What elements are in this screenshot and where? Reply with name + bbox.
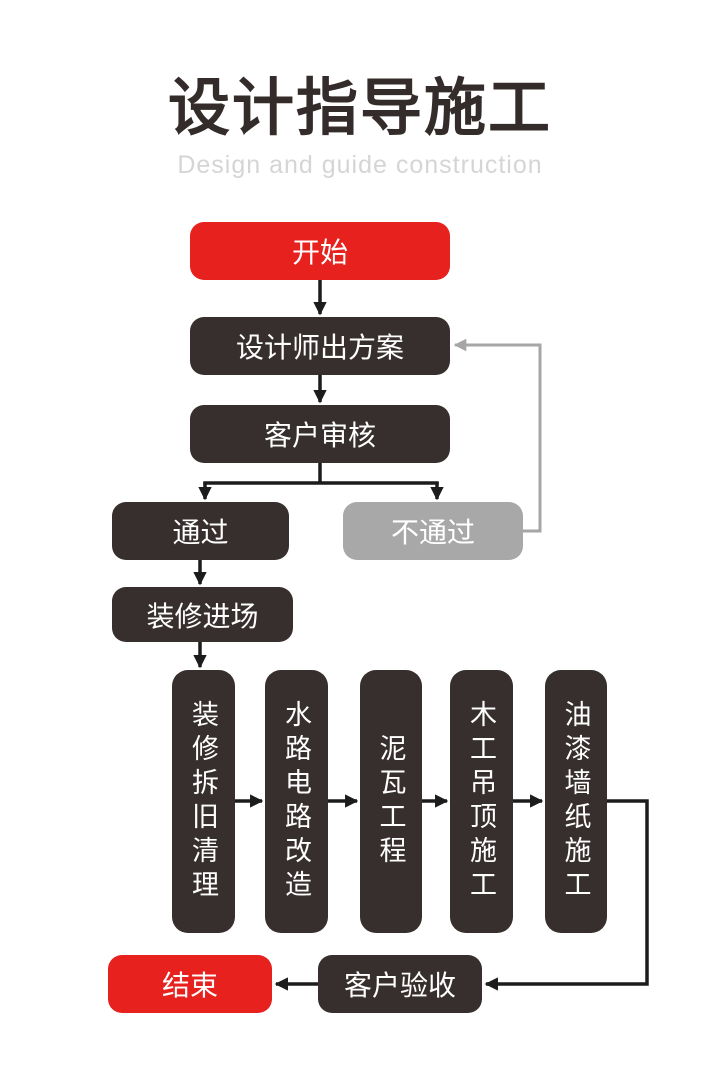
node-fail: 不通过 bbox=[343, 502, 523, 560]
node-customer-acceptance: 客户验收 bbox=[318, 955, 482, 1013]
node-demolition-cleanup: 装修拆旧清理 bbox=[172, 670, 235, 933]
node-designer-plan: 设计师出方案 bbox=[190, 317, 450, 375]
page-subtitle: Design and guide construction bbox=[177, 151, 543, 179]
node-masonry-work: 泥瓦工程 bbox=[360, 670, 422, 933]
edge-painting-acceptance bbox=[484, 799, 649, 991]
node-customer-review: 客户审核 bbox=[190, 405, 450, 463]
node-start: 开始 bbox=[190, 222, 450, 280]
node-renovation-enter: 装修进场 bbox=[112, 587, 293, 642]
edge-fail-designer-loop bbox=[453, 338, 542, 533]
node-carpentry-ceiling: 木工吊顶施工 bbox=[450, 670, 513, 933]
node-pass: 通过 bbox=[112, 502, 289, 560]
node-paint-wallpaper: 油漆墙纸施工 bbox=[545, 670, 607, 933]
node-plumbing-electrical: 水路电路改造 bbox=[265, 670, 328, 933]
page-title: 设计指导施工 bbox=[167, 74, 552, 143]
node-end: 结束 bbox=[108, 955, 272, 1013]
